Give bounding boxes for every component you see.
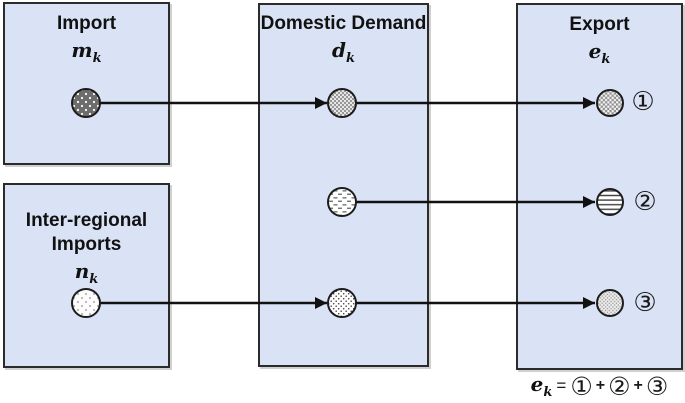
domestic-node-circle-row2 [327,187,357,217]
flow-label-3: ③ [633,288,657,318]
equation-term-1: ① [570,371,593,401]
box-interregional-imports: Inter-regional Imports nk [3,183,170,368]
export-equation: ek = ① + ② + ③ [516,372,683,400]
box-interregional-title: Inter-regional Imports [25,210,148,255]
interregional-node-circle [71,288,101,318]
equation-plus-1: + [595,377,606,394]
equation-term-3: ③ [645,371,669,401]
box-export-title: Export [569,14,630,35]
box-interregional-symbol: nk [74,258,99,287]
equation-term-2: ② [608,371,631,401]
box-import-symbol: mk [71,37,102,66]
export-node-circle-row2 [596,188,624,216]
equation-equals: = [556,376,567,395]
box-import-title: Import [56,13,117,34]
box-import: Import mk [3,2,170,165]
box-export-symbol: ek [588,38,611,67]
equation-plus-2: + [633,377,643,394]
domestic-node-circle-row3 [327,288,357,318]
import-node-circle [71,88,101,118]
domestic-node-circle-row1 [327,88,357,118]
box-domestic-title: Domestic Demand [260,13,427,34]
flow-label-1: ① [631,87,655,117]
equation-lhs: ek [530,372,553,400]
export-node-circle-row1 [596,89,624,117]
box-domestic-symbol: dk [332,37,355,66]
export-node-circle-row3 [596,289,624,317]
flow-label-2: ② [633,187,657,217]
